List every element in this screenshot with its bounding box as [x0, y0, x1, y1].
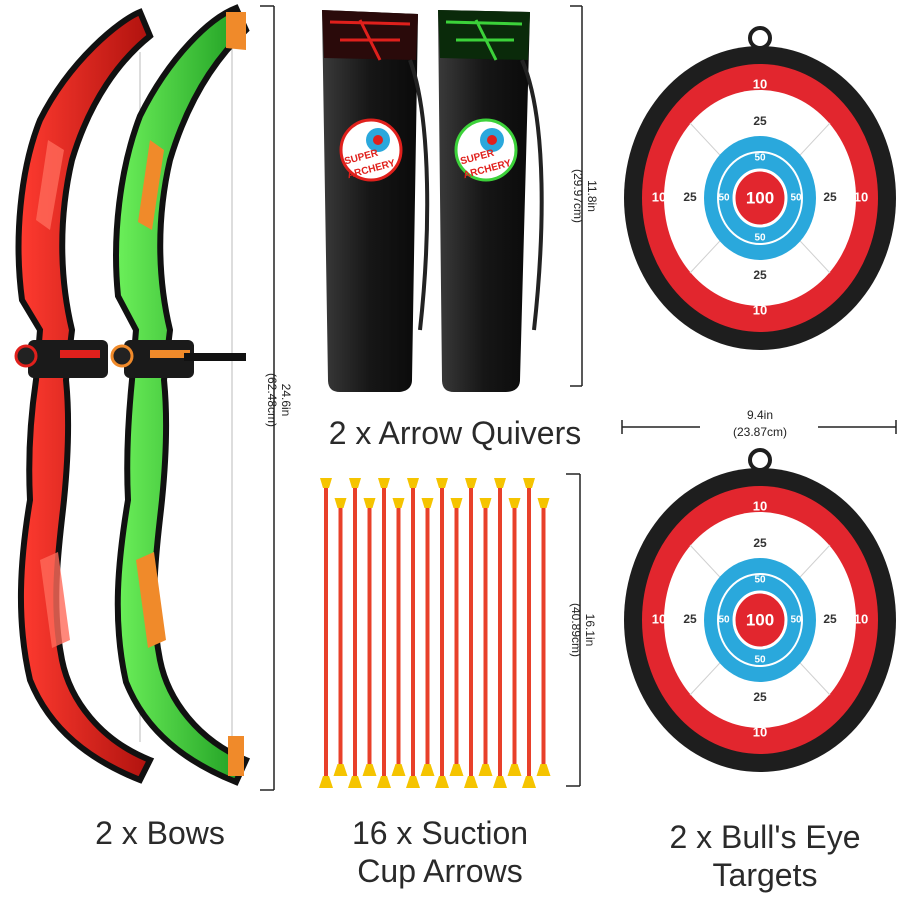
arrows-caption-line2: Cup Arrows [357, 853, 523, 889]
targets-caption-line1: 2 x Bull's Eye [669, 819, 861, 855]
target-dimension-cm: (23.87cm) [733, 425, 787, 439]
ring-50-label: 50 [718, 193, 730, 204]
targets-caption: 2 x Bull's Eye Targets [640, 818, 890, 894]
green-bow [110, 4, 251, 786]
bows-caption: 2 x Bows [60, 814, 260, 852]
arrow [522, 478, 536, 788]
bow-dimension-cm: (62.48cm) [265, 373, 279, 427]
bullseye-label: 100 [746, 610, 774, 629]
arrows-caption-line1: 16 x Suction [351, 815, 529, 851]
bows-caption-text: 2 x Bows [95, 815, 225, 851]
ring-25-label: 25 [753, 690, 767, 704]
arrow [333, 498, 348, 776]
bow-dimension-inches: 24.6in [279, 384, 293, 417]
arrow [536, 498, 551, 776]
arrow [464, 478, 478, 788]
ring-50-label: 50 [790, 193, 802, 204]
ring-25-label: 25 [683, 190, 697, 204]
arrow [377, 478, 391, 788]
arrow [406, 478, 420, 788]
ring-50-label: 50 [790, 615, 802, 626]
arrow [493, 478, 507, 788]
target-top: 100 50 50 50 50 25 25 25 25 10 10 10 10 [624, 26, 896, 350]
ring-10-label: 10 [652, 189, 666, 204]
arrow [435, 478, 449, 788]
bullseye-label: 100 [746, 188, 774, 207]
green-quiver: SUPER ARCHERY [438, 10, 544, 392]
arrow-dimension-inches: 16.1in [583, 614, 597, 647]
ring-10-label: 10 [753, 76, 767, 91]
arrows-caption: 16 x Suction Cup Arrows [320, 814, 560, 890]
arrow [478, 498, 493, 776]
targets-caption-line2: Targets [712, 857, 818, 893]
ring-50-label: 50 [754, 233, 766, 244]
arrow [507, 498, 522, 776]
target-dimension-inches: 9.4in [747, 408, 773, 422]
ring-10-label: 10 [854, 611, 868, 626]
red-bow [14, 8, 155, 784]
arrow [391, 498, 406, 776]
quiver-dimension-cm: (29.97cm) [571, 169, 585, 223]
ring-10-label: 10 [753, 498, 767, 513]
quivers-caption-text: 2 x Arrow Quivers [328, 415, 582, 451]
red-quiver: SUPER ARCHERY [322, 10, 430, 392]
ring-25-label: 25 [683, 612, 697, 626]
arrow [319, 478, 333, 788]
arrow-dimension-cm: (40.89cm) [569, 603, 583, 657]
ring-10-label: 10 [753, 302, 767, 317]
arrow [362, 498, 377, 776]
ring-25-label: 25 [753, 536, 767, 550]
ring-25-label: 25 [823, 612, 837, 626]
arrow [348, 478, 362, 788]
quivers-group: SUPER ARCHERY SUPER ARCHERY 11.8in (29.9… [322, 5, 599, 392]
ring-50-label: 50 [754, 153, 766, 164]
target-bottom: 100 50 50 50 50 25 25 25 25 10 10 10 10 [624, 448, 896, 772]
ring-10-label: 10 [753, 724, 767, 739]
quivers-caption: 2 x Arrow Quivers [300, 414, 610, 452]
ring-25-label: 25 [823, 190, 837, 204]
ring-10-label: 10 [652, 611, 666, 626]
bow-dimension-line [260, 5, 275, 791]
ring-25-label: 25 [753, 268, 767, 282]
arrows-group [319, 478, 551, 788]
bows-group: 24.6in (62.48cm) [14, 4, 293, 791]
ring-50-label: 50 [718, 615, 730, 626]
arrow-dimension-line [566, 473, 581, 787]
ring-10-label: 10 [854, 189, 868, 204]
ring-25-label: 25 [753, 114, 767, 128]
arrow [449, 498, 464, 776]
quiver-dimension-inches: 11.8in [585, 180, 599, 212]
quiver-dimension-line [570, 5, 583, 387]
arrow [420, 498, 435, 776]
ring-50-label: 50 [754, 575, 766, 586]
ring-50-label: 50 [754, 655, 766, 666]
